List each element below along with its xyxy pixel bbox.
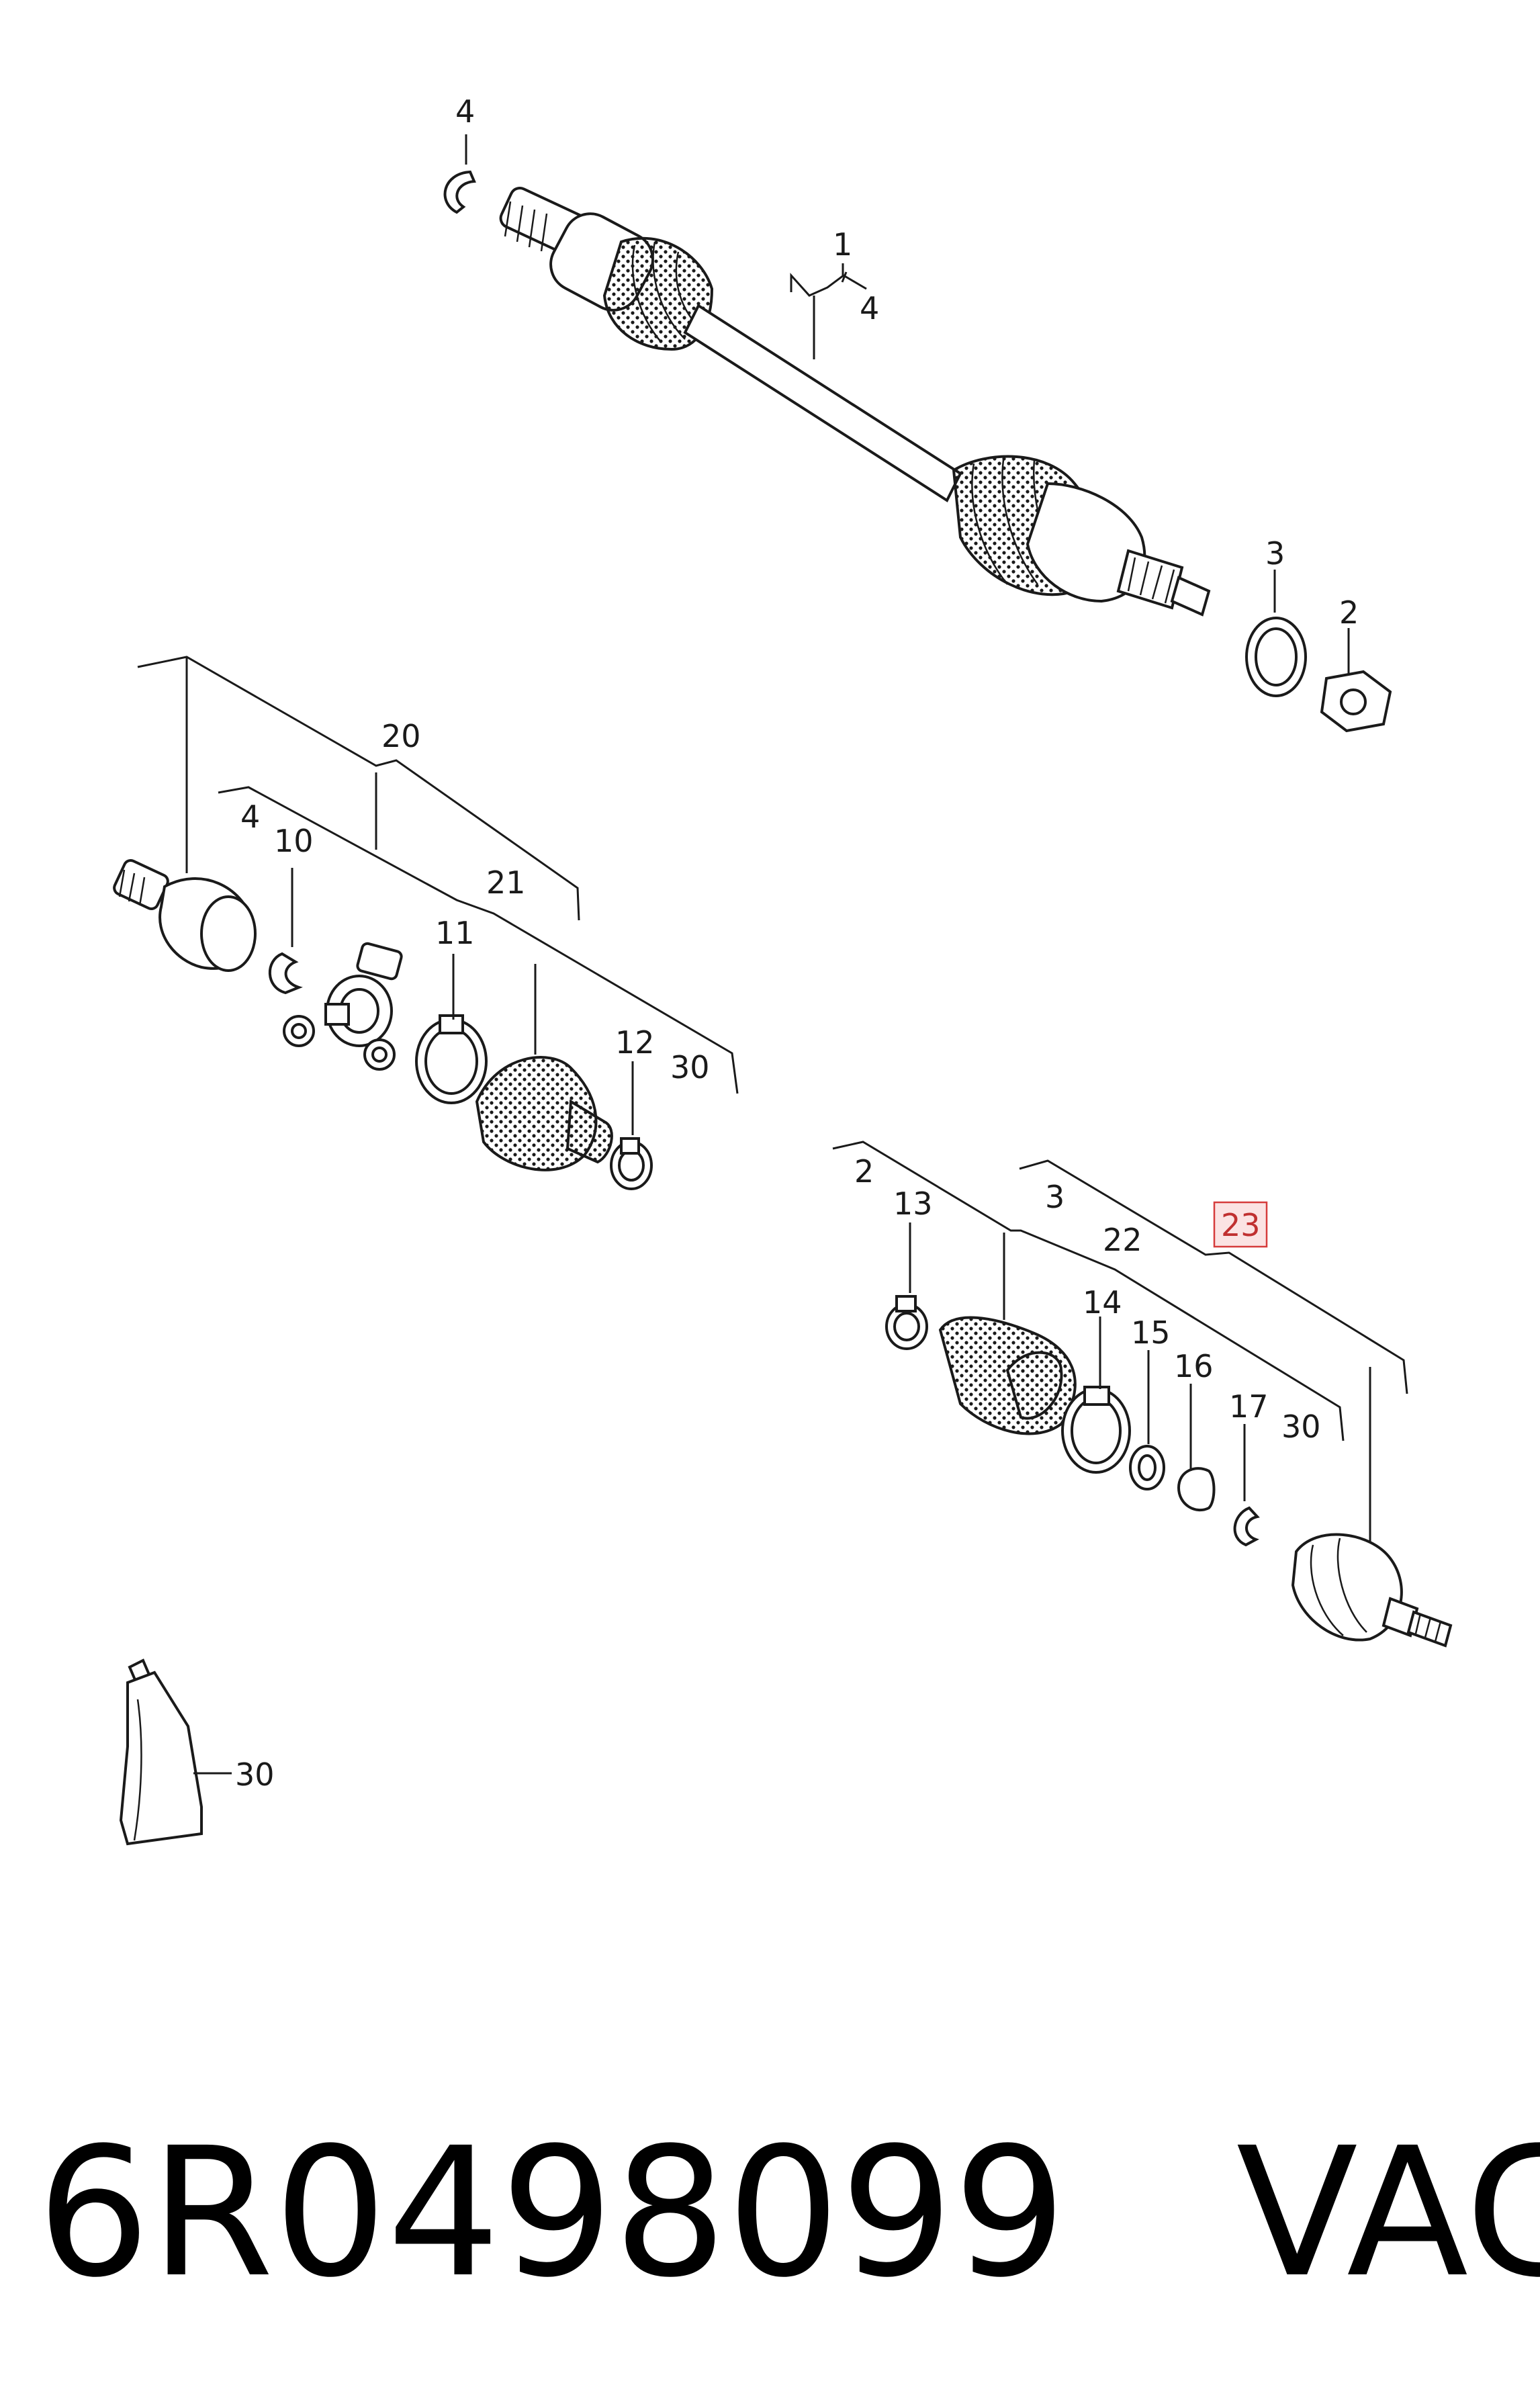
callout-14: 14: [1083, 1284, 1122, 1321]
inner-boot-kit: [475, 1056, 598, 1171]
tripod-spider: [283, 942, 403, 1071]
callout-15: 15: [1131, 1315, 1171, 1351]
callout-17: 17: [1229, 1388, 1269, 1425]
callout-21: 21: [486, 864, 526, 901]
shaft-bar: [683, 304, 962, 502]
callout-11: 11: [435, 915, 475, 951]
nut-2: [1320, 670, 1392, 733]
callout-30-right: 30: [1281, 1409, 1321, 1445]
footer-gap: [1067, 2110, 1236, 2317]
callout-10: 10: [274, 823, 314, 859]
inner-joint-kit: [113, 656, 739, 1190]
clamp-14: [1061, 1386, 1131, 1474]
clamp-13: [885, 1295, 928, 1350]
callout-20: 20: [381, 718, 421, 754]
inner-boot-neck: [565, 1099, 613, 1164]
washer-15: [1129, 1445, 1165, 1490]
grease-tube: [119, 1658, 232, 1846]
callout-30-grease: 30: [235, 1756, 275, 1793]
callout-4-under-1: 4: [860, 290, 879, 326]
callout-2-top: 2: [1339, 594, 1359, 631]
callout-4-left: 4: [240, 799, 260, 835]
outer-boot-mouth: [1005, 1351, 1063, 1420]
drive-shaft-assembly: [443, 134, 1392, 733]
circlip-17: [1233, 1506, 1260, 1547]
outer-spline-stub: [1116, 549, 1211, 617]
callout-30-left: 30: [670, 1049, 710, 1085]
callout-4-top: 4: [455, 93, 475, 130]
tripod-housing: [113, 859, 257, 972]
callout-16: 16: [1174, 1348, 1214, 1384]
circlip-10: [268, 952, 303, 995]
callout-3-right: 3: [1045, 1179, 1065, 1215]
clamp-12: [610, 1137, 653, 1190]
callout-13: 13: [893, 1186, 933, 1222]
callout-2-right: 2: [854, 1153, 874, 1190]
callout-23: 23: [1221, 1207, 1261, 1243]
callout-22: 22: [1103, 1222, 1142, 1258]
part-number-footer: 6R0498099 VAG: [37, 2102, 1540, 2324]
callout-12: 12: [615, 1024, 655, 1061]
outer-cv-joint: [1291, 1533, 1453, 1648]
circlip-top: [443, 170, 476, 214]
brand-name: VAG: [1236, 2110, 1540, 2317]
washer-3: [1245, 617, 1307, 697]
cup-16: [1177, 1467, 1216, 1512]
part-number: 6R0498099: [37, 2110, 1067, 2317]
highlight-box-23: [1213, 1201, 1268, 1248]
outer-joint-kit: [832, 1141, 1453, 1648]
callout-3-top: 3: [1265, 535, 1285, 572]
clamp-11: [415, 1014, 488, 1104]
callout-labels: 4 1 4 3 2 20 4 10 21 11 12 30 2 13 3 22 …: [235, 93, 1359, 1793]
callout-1: 1: [833, 226, 852, 263]
